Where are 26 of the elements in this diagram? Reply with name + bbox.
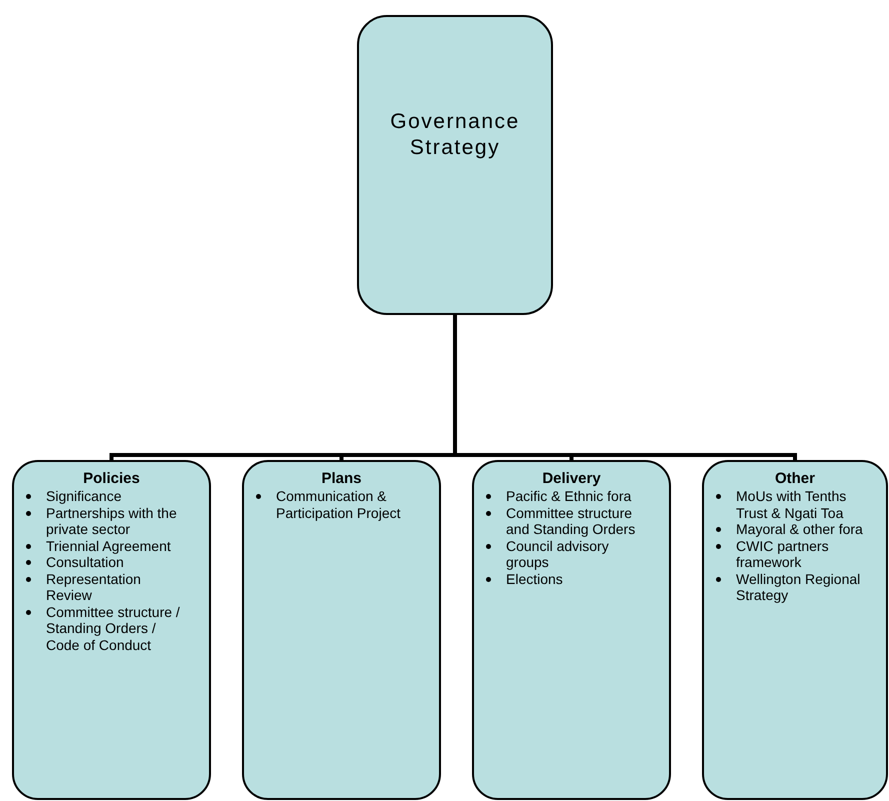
bullet-item: Council advisory groups <box>506 538 610 570</box>
bullet-item: Partnerships with the private sector <box>46 504 178 538</box>
box-heading: Other <box>774 470 816 487</box>
bullet-item: Significance <box>46 488 122 504</box>
connector-line <box>453 315 797 460</box>
box-title: Governance Strategy <box>389 108 521 161</box>
bullet-item: MoUs with Tenths Trust & Ngati Toa <box>736 488 848 521</box>
category-box <box>12 460 211 800</box>
strategy-box <box>357 15 553 315</box>
category-box <box>472 460 671 800</box>
category-box <box>242 460 441 800</box>
bullet-item: Representation Review <box>46 570 142 604</box>
box-heading: Policies <box>82 470 141 487</box>
bullet-item: Wellington Regional Strategy <box>736 570 862 604</box>
bullet-item: Committee structure and Standing Orders <box>506 504 636 538</box>
box-heading: Delivery <box>541 470 602 487</box>
bullet-item: Consultation <box>46 554 125 570</box>
category-box <box>702 460 888 800</box>
bullet-item: CWIC partners framework <box>736 538 830 570</box>
bullet-item: Mayoral & other fora <box>736 521 864 538</box>
bullet-item: Pacific & Ethnic fora <box>506 488 632 504</box>
bullet-item: Committee structure / Standing Orders / Code of Conduct <box>46 604 181 653</box>
bullet-item: Triennial Agreement <box>46 538 172 554</box>
box-heading: Plans <box>320 470 363 487</box>
bullet-item: Elections <box>506 570 564 587</box>
bullet-item: Communication & Participation Project <box>276 488 402 521</box>
